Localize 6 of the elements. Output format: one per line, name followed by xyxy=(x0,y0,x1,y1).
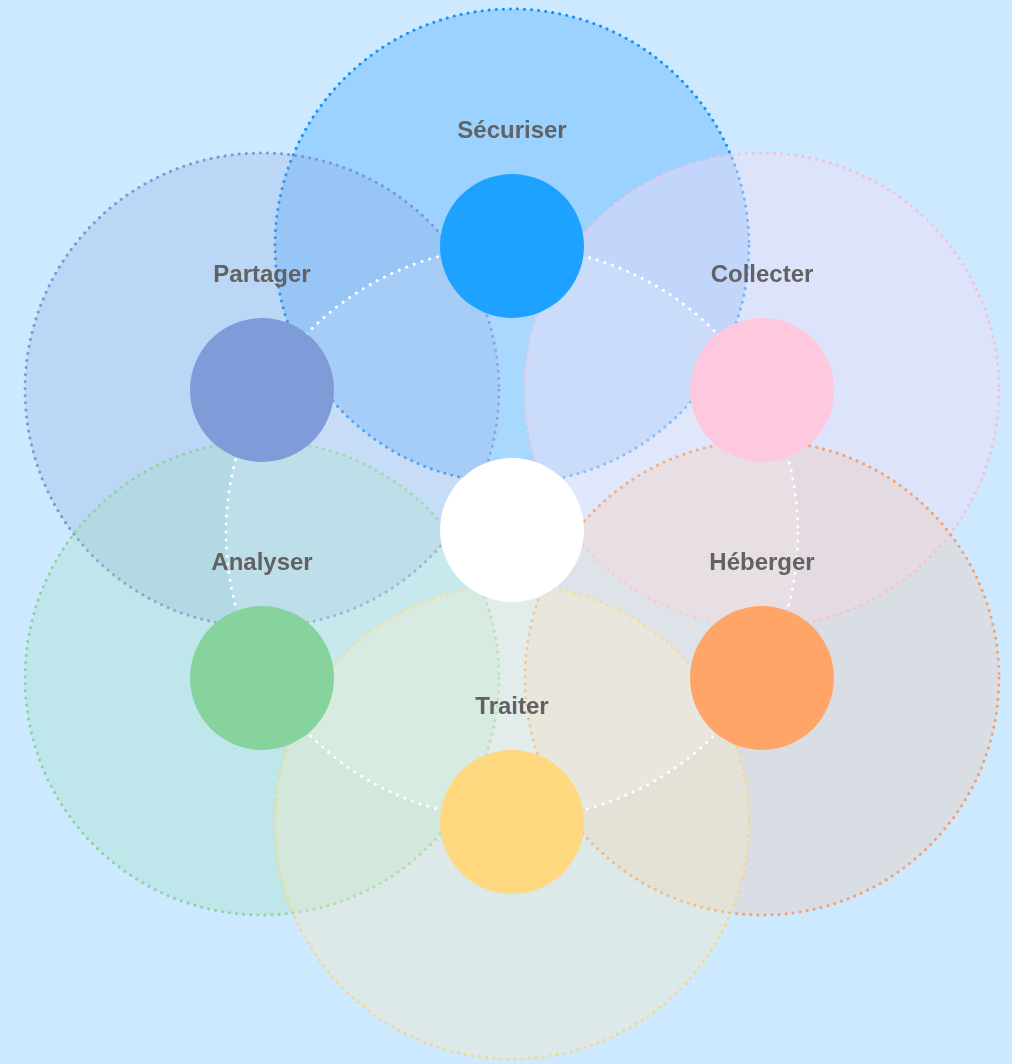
node-label: Sécuriser xyxy=(456,116,568,144)
node-label: Traiter xyxy=(474,692,550,720)
node-label: Héberger xyxy=(708,548,816,576)
node-label: Collecter xyxy=(709,260,815,288)
node-label: Partager xyxy=(212,260,312,288)
node-label: Analyser xyxy=(210,548,314,576)
